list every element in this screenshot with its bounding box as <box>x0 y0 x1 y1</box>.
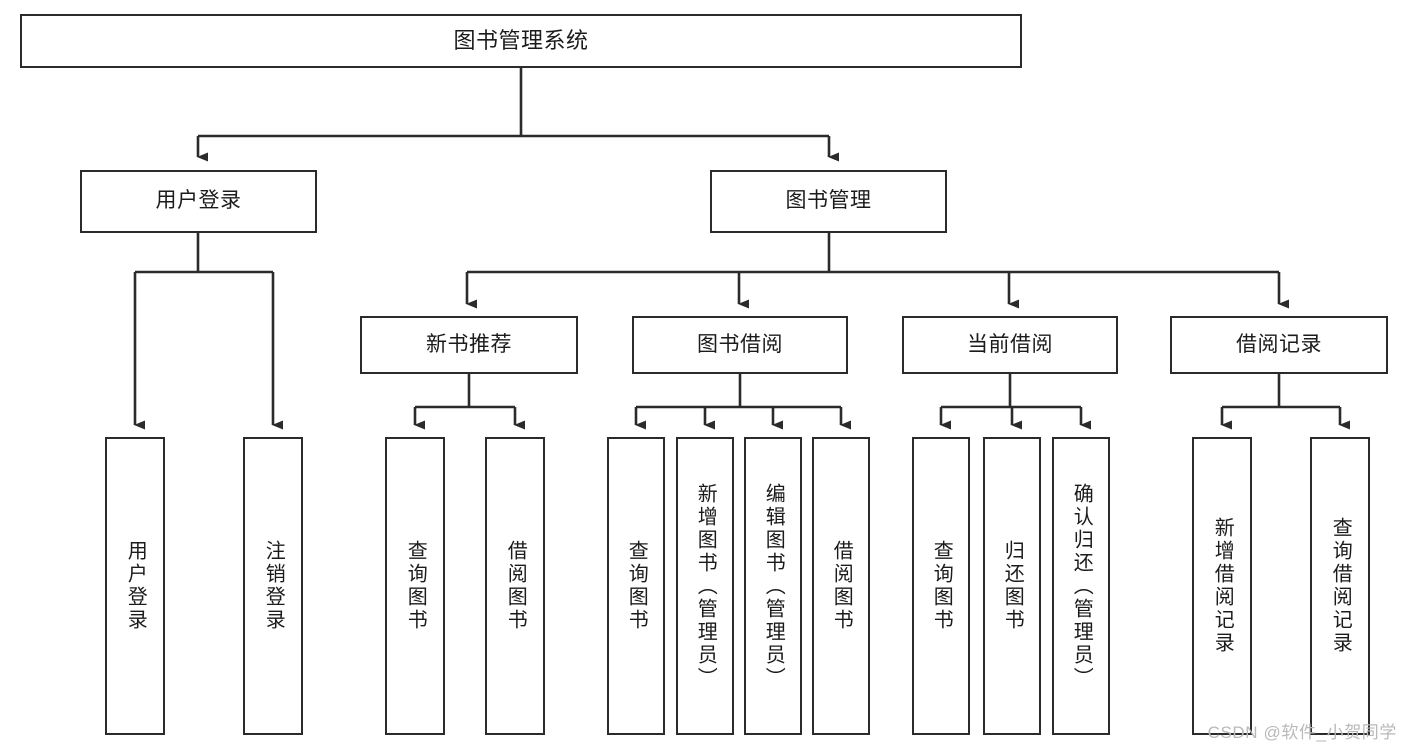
node-current-borrow[interactable]: 当前借阅 <box>902 316 1118 374</box>
node-label: 新增借阅记录 <box>1211 517 1234 655</box>
node-label: 借阅图书 <box>504 540 527 632</box>
node-leaf-confirm-return-admin[interactable]: 确认归还（管理员） <box>1052 437 1110 735</box>
node-label: 查询借阅记录 <box>1329 517 1352 655</box>
node-label: 查询图书 <box>930 540 953 632</box>
node-leaf-borrow-book-recommend[interactable]: 借阅图书 <box>485 437 545 735</box>
node-leaf-query-book-current[interactable]: 查询图书 <box>912 437 970 735</box>
node-label: 查询图书 <box>404 540 427 632</box>
node-label: 新增图书（管理员） <box>694 482 717 690</box>
node-leaf-user-login[interactable]: 用户登录 <box>105 437 165 735</box>
node-label: 借阅记录 <box>1236 332 1322 356</box>
node-book-manage[interactable]: 图书管理 <box>710 170 947 233</box>
node-label: 用户登录 <box>155 189 242 213</box>
watermark-text: CSDN @软件_小贺同学 <box>1207 723 1397 742</box>
node-borrow-record[interactable]: 借阅记录 <box>1170 316 1388 374</box>
node-label: 确认归还（管理员） <box>1070 482 1093 690</box>
node-label: 图书管理 <box>785 189 872 213</box>
node-leaf-add-book-admin[interactable]: 新增图书（管理员） <box>676 437 734 735</box>
node-label: 用户登录 <box>124 540 147 632</box>
node-label: 注销登录 <box>262 540 285 632</box>
node-leaf-query-book-borrow[interactable]: 查询图书 <box>607 437 665 735</box>
node-leaf-query-borrow-record[interactable]: 查询借阅记录 <box>1310 437 1370 735</box>
node-leaf-user-logout[interactable]: 注销登录 <box>243 437 303 735</box>
node-leaf-return-book[interactable]: 归还图书 <box>983 437 1041 735</box>
node-label: 查询图书 <box>625 540 648 632</box>
node-label: 归还图书 <box>1001 540 1024 632</box>
node-user-login[interactable]: 用户登录 <box>80 170 317 233</box>
node-label: 当前借阅 <box>967 332 1053 356</box>
node-label: 图书管理系统 <box>453 28 589 54</box>
node-leaf-borrow-book[interactable]: 借阅图书 <box>812 437 870 735</box>
node-leaf-edit-book-admin[interactable]: 编辑图书（管理员） <box>744 437 802 735</box>
node-new-book-recommend[interactable]: 新书推荐 <box>360 316 578 374</box>
node-book-borrow[interactable]: 图书借阅 <box>632 316 848 374</box>
node-label: 图书借阅 <box>697 332 783 356</box>
node-leaf-query-book-recommend[interactable]: 查询图书 <box>385 437 445 735</box>
node-root-book-management-system[interactable]: 图书管理系统 <box>20 14 1022 68</box>
node-leaf-add-borrow-record[interactable]: 新增借阅记录 <box>1192 437 1252 735</box>
node-label: 新书推荐 <box>426 332 512 356</box>
node-label: 借阅图书 <box>830 540 853 632</box>
node-label: 编辑图书（管理员） <box>762 482 785 690</box>
